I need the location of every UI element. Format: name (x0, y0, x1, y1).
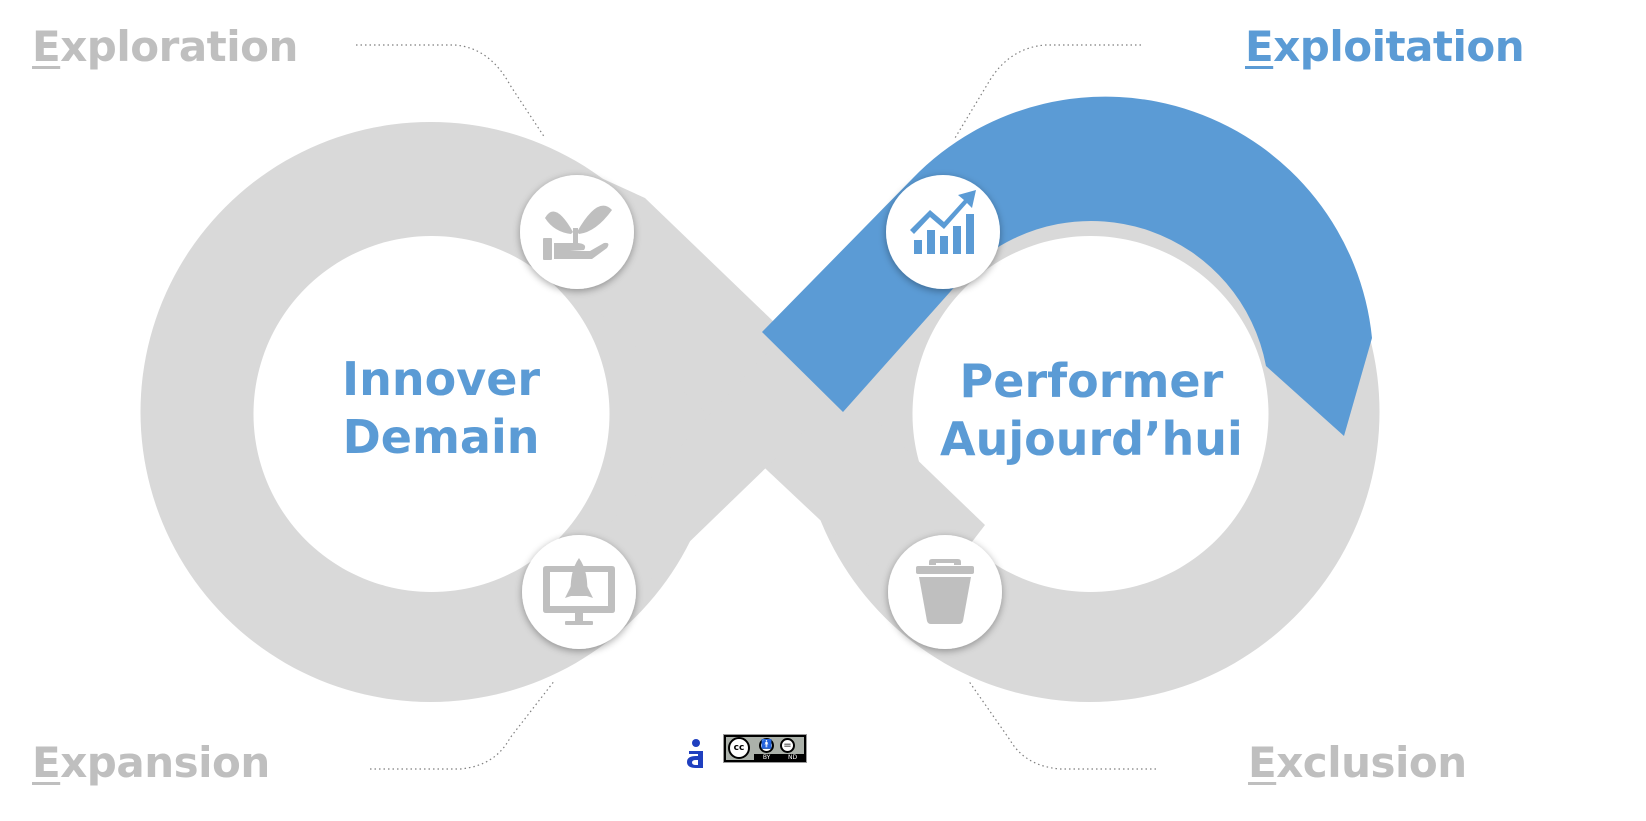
license-badge: cc 🚹 = BY ND (723, 734, 807, 763)
icon-node-top-right (886, 175, 1000, 289)
left-center-line1: Innover (342, 352, 541, 406)
attribution-icon: 🚹 (759, 738, 774, 753)
right-center-title: Performer Aujourd’hui (940, 352, 1243, 468)
quadrant-label-text: xpansion (60, 738, 270, 787)
quadrant-label-expansion: Expansion (32, 742, 270, 784)
leader-lines (356, 44, 1156, 770)
quadrant-label-text: xploitation (1273, 22, 1525, 71)
quadrant-initial: E (1248, 738, 1277, 787)
author-logo (687, 739, 703, 768)
cc-icon: cc (728, 737, 750, 759)
right-center-line2: Aujourd’hui (940, 412, 1243, 466)
leader-line-expansion (370, 679, 556, 770)
right-center-line1: Performer (959, 354, 1224, 408)
license-term-nd: ND (788, 754, 798, 761)
rocket-on-monitor-icon (543, 558, 615, 625)
cc-badge-text: cc (733, 743, 745, 753)
active-exploitation-arc (762, 96, 1372, 436)
quadrant-label-text: xploration (60, 22, 298, 71)
license-term-by: BY (762, 754, 771, 761)
left-center-title: Innover Demain (342, 350, 540, 466)
left-center-line2: Demain (342, 410, 540, 464)
quadrant-label-text: xclusion (1276, 738, 1467, 787)
sprout-in-hand-icon (543, 205, 612, 260)
leader-line-exploration (356, 44, 546, 139)
quadrant-label-exploration: Exploration (32, 26, 298, 68)
quadrant-initial: E (1245, 22, 1274, 71)
license-terms: BY ND (754, 754, 806, 761)
leader-line-exploitation (954, 44, 1141, 139)
growth-chart-icon (910, 190, 976, 254)
quadrant-initial: E (32, 22, 61, 71)
quadrant-label-exploitation: Exploitation (1245, 26, 1525, 68)
no-derivatives-icon: = (780, 738, 795, 753)
quadrant-label-exclusion: Exclusion (1248, 742, 1467, 784)
quadrant-initial: E (32, 738, 61, 787)
leader-line-exclusion (967, 679, 1156, 770)
trash-bin-icon (916, 559, 974, 624)
